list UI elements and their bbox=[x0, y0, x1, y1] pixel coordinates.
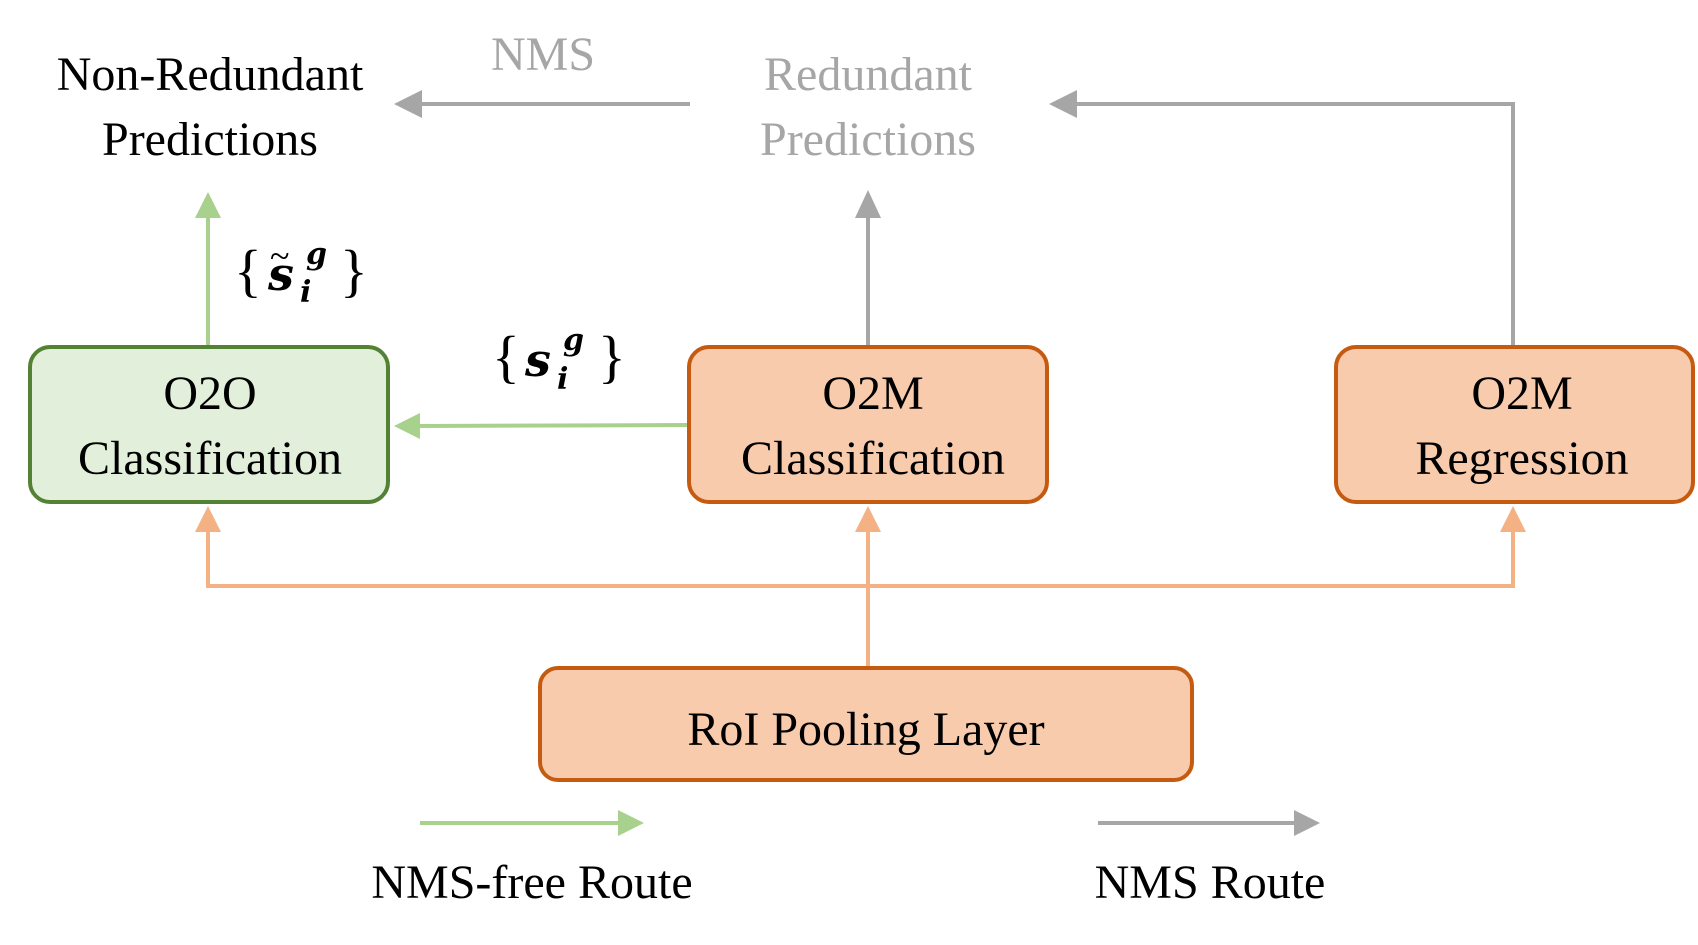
legend-nms-free: NMS-free Route bbox=[371, 810, 693, 909]
o2m-reg-label-line2: Regression bbox=[1415, 432, 1628, 485]
regression-to-redundant-arrow bbox=[1049, 90, 1515, 345]
non-redundant-label-line2: Predictions bbox=[102, 113, 318, 166]
s-tilde-open-brace: { bbox=[234, 238, 262, 303]
o2m-cls-to-redundant-arrow bbox=[855, 190, 881, 345]
legend-nms: NMS Route bbox=[1095, 810, 1326, 909]
o2m-cls-label-line2: Classification bbox=[741, 432, 1005, 485]
s-tilde-base: s bbox=[267, 247, 294, 301]
legend-nms-label: NMS Route bbox=[1095, 856, 1326, 909]
roi-pooling-box: RoI Pooling Layer bbox=[538, 666, 1194, 782]
s-label: { s g i } bbox=[492, 323, 626, 397]
redundant-label-line2: Predictions bbox=[760, 113, 976, 166]
roi-label: RoI Pooling Layer bbox=[687, 703, 1044, 756]
nms-arrow bbox=[394, 90, 690, 118]
s-sub: i bbox=[557, 362, 568, 397]
o2m-to-o2o-arrow bbox=[394, 413, 688, 439]
o2o-classification-box: O2O Classification bbox=[28, 345, 390, 504]
s-tilde-label: { s ~ g i } bbox=[234, 236, 368, 310]
o2m-regression-box: O2M Regression bbox=[1334, 345, 1695, 504]
o2o-label-line2: Classification bbox=[78, 432, 342, 485]
legend-nms-free-label: NMS-free Route bbox=[371, 856, 692, 909]
s-base: s bbox=[524, 333, 551, 387]
s-open-brace: { bbox=[492, 324, 520, 389]
o2o-to-nonredundant-arrow bbox=[195, 192, 221, 345]
o2m-reg-label-line1: O2M bbox=[1471, 367, 1572, 420]
nms-label: NMS bbox=[491, 28, 595, 81]
non-redundant-label-line1: Non-Redundant bbox=[57, 48, 364, 101]
redundant-label-line1: Redundant bbox=[764, 48, 973, 101]
o2o-label-line1: O2O bbox=[163, 367, 256, 420]
roi-distribution-arrows bbox=[195, 506, 1526, 668]
s-tilde-sup: g bbox=[306, 237, 327, 272]
o2m-classification-box: O2M Classification bbox=[687, 345, 1049, 504]
o2m-cls-label-line1: O2M bbox=[822, 367, 923, 420]
s-tilde-sub: i bbox=[300, 275, 311, 310]
s-sup: g bbox=[563, 323, 584, 358]
s-tilde-accent: ~ bbox=[270, 236, 289, 276]
s-close-brace: } bbox=[598, 324, 626, 389]
s-tilde-close-brace: } bbox=[340, 238, 368, 303]
